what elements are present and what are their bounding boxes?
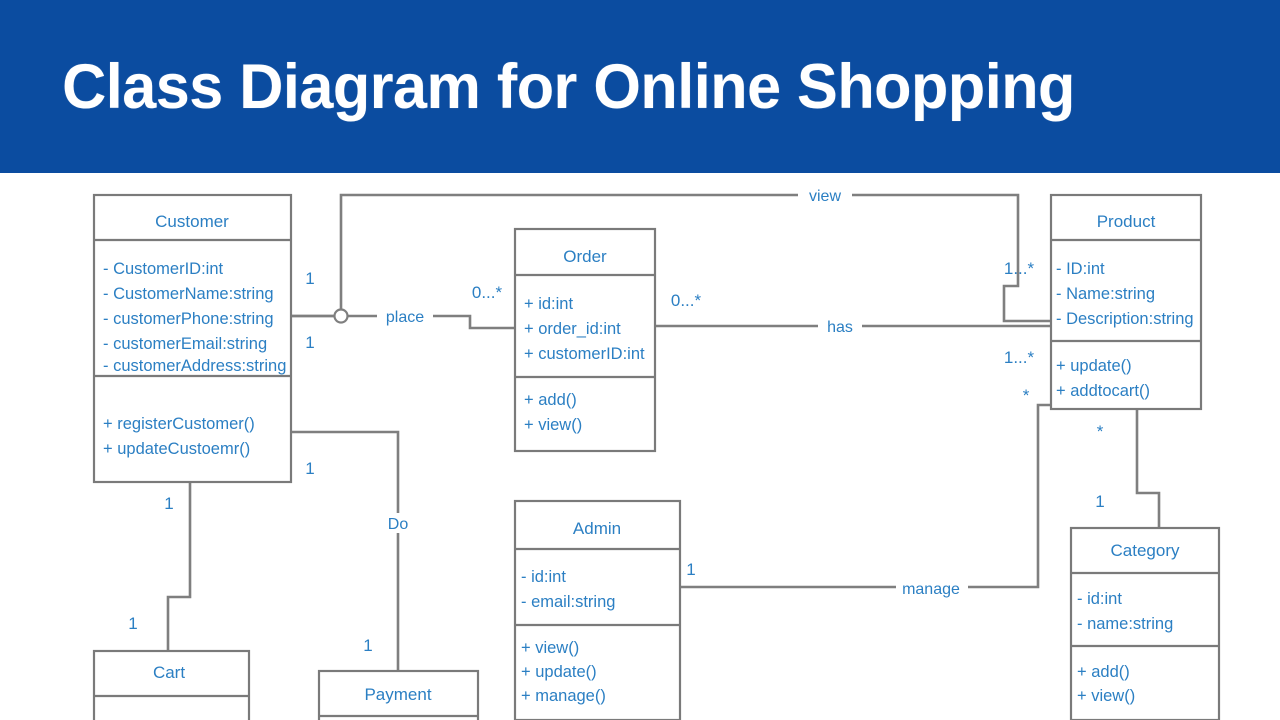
relationship-label-do: Do (388, 516, 409, 533)
class-attribute: - id:int (521, 568, 566, 586)
class-method: + manage() (521, 687, 606, 705)
connector-customer-cart (166, 482, 192, 651)
connector-manage (680, 403, 1051, 589)
class-attribute: - Description:string (1056, 310, 1194, 328)
multiplicity-customer-cart-top: 1 (164, 494, 173, 513)
multiplicity-product-manage: * (1023, 386, 1030, 405)
class-box-order[interactable]: Order + id:int + order_id:int + customer… (513, 227, 657, 453)
class-name-order: Order (563, 247, 607, 266)
class-attribute: - CustomerID:int (103, 260, 224, 278)
multiplicity-order-has: 0...* (671, 291, 702, 310)
class-box-customer[interactable]: Customer - CustomerID:int - CustomerName… (92, 193, 293, 484)
class-method: + updateCustoemr() (103, 440, 250, 458)
multiplicity-admin-manage: 1 (686, 560, 695, 579)
diagram-canvas: view place has Do manage 1 1 0...* 0...*… (0, 173, 1280, 720)
multiplicity-product-category: * (1097, 422, 1104, 441)
class-method: + view() (1077, 687, 1135, 705)
relationship-label-view: view (809, 188, 841, 205)
multiplicity-payment-one: 1 (363, 636, 372, 655)
class-box-cart[interactable]: Cart (92, 649, 251, 720)
multiplicity-product-view: 1...* (1004, 259, 1035, 278)
multiplicity-customer-view: 1 (305, 333, 314, 352)
class-box-category[interactable]: Category - id:int - name:string + add() … (1069, 526, 1221, 720)
connector-view (291, 193, 1051, 323)
class-box-admin[interactable]: Admin - id:int - email:string + view() +… (513, 499, 682, 720)
class-attribute: - email:string (521, 593, 615, 611)
class-method: + addtocart() (1056, 382, 1150, 400)
relationship-label-place: place (386, 309, 424, 326)
relationship-label-manage: manage (902, 581, 960, 598)
relationship-label-has: has (827, 319, 853, 336)
class-attribute: - ID:int (1056, 260, 1105, 278)
multiplicity-customer-do: 1 (305, 459, 314, 478)
relationship-labels: view place has Do manage (377, 185, 968, 598)
connector-do (291, 430, 400, 671)
class-box-product[interactable]: Product - ID:int - Name:string - Descrip… (1049, 193, 1203, 411)
class-attribute: - name:string (1077, 615, 1173, 633)
connector-product-category (1135, 409, 1161, 528)
class-name-customer: Customer (155, 212, 229, 231)
multiplicity-category-one: 1 (1095, 492, 1104, 511)
class-method: + view() (524, 416, 582, 434)
class-name-payment: Payment (364, 685, 431, 704)
class-name-category: Category (1111, 541, 1180, 560)
class-name-cart: Cart (153, 663, 185, 682)
class-method: + registerCustomer() (103, 415, 255, 433)
class-name-admin: Admin (573, 519, 621, 538)
class-attribute: + order_id:int (524, 320, 621, 338)
title-banner: Class Diagram for Online Shopping (0, 0, 1280, 173)
multiplicity-product-has: 1...* (1004, 348, 1035, 367)
class-attribute: - CustomerName:string (103, 285, 274, 303)
page-title: Class Diagram for Online Shopping (62, 51, 1075, 122)
class-attribute: - customerPhone:string (103, 310, 274, 328)
class-name-product: Product (1097, 212, 1156, 231)
class-method: + update() (1056, 357, 1132, 375)
class-method: + add() (1077, 663, 1130, 681)
class-attribute: + customerID:int (524, 345, 645, 363)
aggregation-junction-icon (333, 308, 349, 324)
class-method: + add() (524, 391, 577, 409)
class-method: + update() (521, 663, 597, 681)
class-attribute: - Name:string (1056, 285, 1155, 303)
multiplicity-labels: 1 1 0...* 0...* 1...* 1...* * * 1 1 1 1 … (128, 259, 1104, 655)
class-attribute: + id:int (524, 295, 573, 313)
class-attribute: - customerAddress:string (103, 357, 286, 375)
class-method: + view() (521, 639, 579, 657)
class-attribute: - customerEmail:string (103, 335, 267, 353)
class-attribute: - id:int (1077, 590, 1122, 608)
multiplicity-order-in: 0...* (472, 283, 503, 302)
class-box-payment[interactable]: Payment (317, 669, 480, 720)
multiplicity-customer-place: 1 (305, 269, 314, 288)
multiplicity-customer-cart-bottom: 1 (128, 614, 137, 633)
